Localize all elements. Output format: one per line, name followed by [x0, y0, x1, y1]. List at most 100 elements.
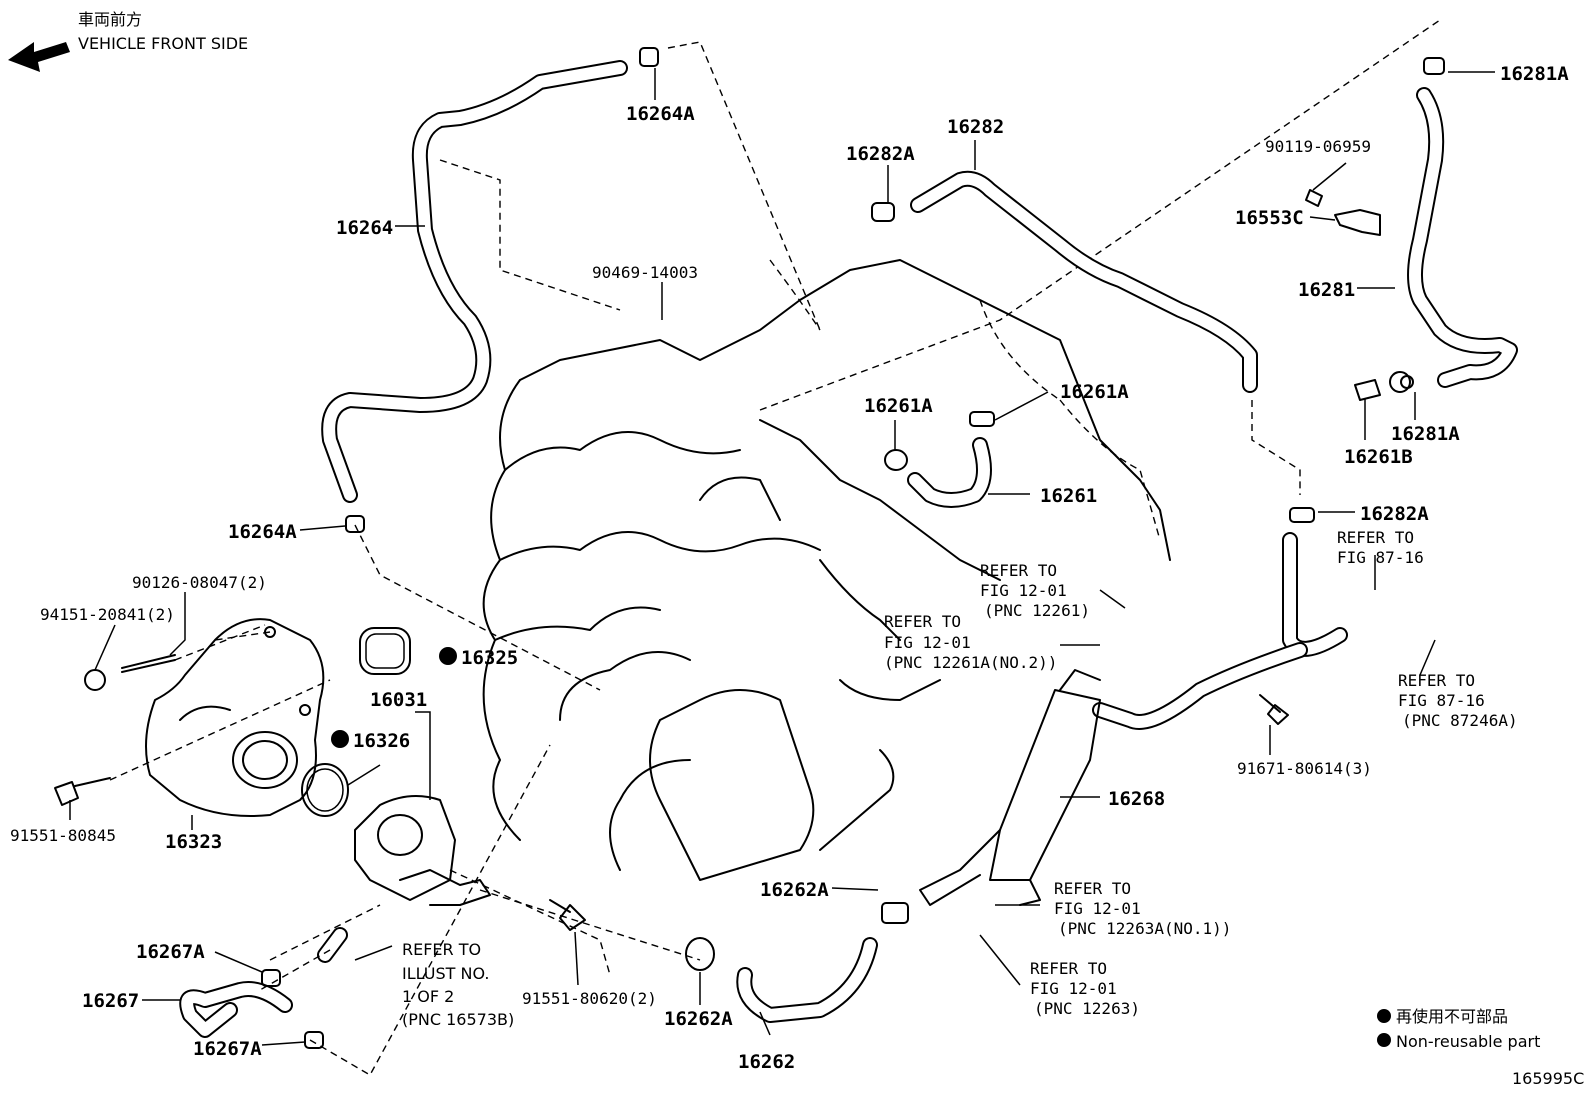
- label-16261B: 16261B: [1344, 446, 1413, 468]
- clamp-16281A-top-icon[interactable]: [1423, 57, 1445, 75]
- refer-note-line: REFER TO: [1398, 671, 1475, 690]
- hose-16262[interactable]: [736, 937, 878, 1023]
- refer-note-line: REFER TO: [980, 561, 1057, 580]
- label-91671-80614: 91671-80614(3): [1237, 759, 1372, 778]
- label-16264: 16264: [336, 217, 393, 239]
- clamp-16264A-bottom-icon[interactable]: [345, 515, 365, 533]
- clamp-16267A-bottom-icon[interactable]: [304, 1031, 324, 1049]
- refer-note-line: (PNC 12263): [1034, 999, 1140, 1018]
- front-arrow-icon: [8, 42, 70, 72]
- refer-note-87-16[interactable]: REFER TO FIG 87-16: [1337, 528, 1424, 567]
- label-16261A-left: 16261A: [864, 395, 933, 417]
- clamp-16264A-top-icon[interactable]: [639, 47, 659, 67]
- legend-jp: 再使用不可部品: [1396, 1007, 1508, 1026]
- bolt-91551-80845-icon[interactable]: [54, 777, 111, 806]
- label-90119-06959: 90119-06959: [1265, 137, 1371, 156]
- leader-lines: [69, 68, 1495, 1046]
- water-pump-16323[interactable]: [145, 618, 325, 817]
- label-16326: 16326: [353, 730, 410, 752]
- hose-16267[interactable]: [179, 981, 293, 1038]
- label-16281A-bottom: 16281A: [1391, 423, 1460, 445]
- water-pipe-assembly[interactable]: [919, 532, 1348, 906]
- label-16031: 16031: [370, 689, 427, 711]
- bolt-91551-80620-icon[interactable]: [549, 899, 586, 931]
- refer-note-line: (PNC 12261A(NO.2)): [884, 653, 1057, 672]
- hose-16264[interactable]: [321, 60, 628, 503]
- label-91551-80620: 91551-80620(2): [522, 989, 657, 1008]
- refer-note-line: REFER TO: [884, 612, 961, 631]
- engine-block-hidden-lines: [759, 19, 1441, 541]
- hose-16264-dash-links: [354, 41, 821, 691]
- label-16262A-bottom: 16262A: [664, 1008, 733, 1030]
- refer-note-line: ILLUST NO.: [402, 964, 489, 983]
- label-16282A-top: 16282A: [846, 143, 915, 165]
- label-16261: 16261: [1040, 485, 1097, 507]
- sensor-16261B-icon[interactable]: [1354, 371, 1411, 401]
- refer-note-line: REFER TO: [1030, 959, 1107, 978]
- bolt-90119-06959-icon[interactable]: [1305, 189, 1323, 207]
- clamp-16267A-top-icon[interactable]: [261, 969, 281, 987]
- label-16281A-top: 16281A: [1500, 63, 1569, 85]
- clamp-16282A-mid-icon[interactable]: [1289, 507, 1315, 523]
- refer-note-12261A[interactable]: REFER TO FIG 12-01 (PNC 12261A(NO.2)): [884, 612, 1057, 672]
- refer-note-line: REFER TO: [1054, 879, 1131, 898]
- label-16268: 16268: [1108, 788, 1165, 810]
- nut-94151-20841-icon[interactable]: [84, 669, 106, 691]
- refer-note-87246A[interactable]: REFER TO FIG 87-16 (PNC 87246A): [1398, 671, 1518, 730]
- clamp-16282A-top-icon[interactable]: [871, 202, 895, 222]
- bolt-90126-08047-icon[interactable]: [121, 654, 176, 673]
- clamp-16281A-bottom-icon[interactable]: [1400, 375, 1414, 389]
- hose-16281[interactable]: [1407, 87, 1518, 388]
- bolt-91671-80614-icon[interactable]: [1259, 694, 1289, 725]
- label-90469-14003: 90469-14003: [592, 263, 698, 282]
- label-16267A-bottom: 16267A: [193, 1038, 262, 1060]
- label-90126-08047: 90126-08047(2): [132, 573, 267, 592]
- bracket-16553C-icon[interactable]: [1334, 209, 1381, 236]
- label-16264A-bottom: 16264A: [228, 521, 297, 543]
- refer-note-line: REFER TO: [1337, 528, 1414, 547]
- refer-note-line: FIG 12-01: [884, 633, 971, 652]
- legend: 再使用不可部品 Non-reusable part: [1377, 1007, 1540, 1051]
- diagram-id: 165995C: [1512, 1069, 1584, 1088]
- assembly-dashed-lines: [109, 624, 701, 1076]
- gasket-16325[interactable]: [359, 627, 411, 675]
- engine-block-outline: [482, 259, 1171, 881]
- clamp-16261A-left-icon[interactable]: [884, 449, 908, 471]
- refer-note-12261[interactable]: REFER TO FIG 12-01 (PNC 12261): [980, 561, 1090, 620]
- o-ring-16326[interactable]: [301, 763, 349, 817]
- refer-note-12263[interactable]: REFER TO FIG 12-01 (PNC 12263): [1030, 959, 1140, 1018]
- hose-16282[interactable]: [910, 170, 1258, 393]
- label-16325: 16325: [461, 647, 518, 669]
- clamp-16262A-left-icon[interactable]: [881, 902, 909, 924]
- label-16264A-top: 16264A: [626, 103, 695, 125]
- refer-note-12263A[interactable]: REFER TO FIG 12-01 (PNC 12263A(NO.1)): [1054, 879, 1231, 938]
- label-16261A-right: 16261A: [1060, 381, 1129, 403]
- label-16553C: 16553C: [1235, 207, 1304, 229]
- label-16281: 16281: [1298, 279, 1355, 301]
- legend-en: Non-reusable part: [1396, 1032, 1540, 1051]
- label-16282: 16282: [947, 116, 1004, 138]
- refer-note-line: (PNC 87246A): [1402, 711, 1518, 730]
- legend-bullet-jp: [1377, 1009, 1391, 1023]
- refer-note-line: FIG 87-16: [1398, 691, 1485, 710]
- label-16262: 16262: [738, 1051, 795, 1073]
- legend-bullet-en: [1377, 1033, 1391, 1047]
- refer-note-16573B[interactable]: REFER TO ILLUST NO. 1 OF 2 (PNC 16573B): [402, 940, 514, 1029]
- clamp-16261A-right-icon[interactable]: [969, 411, 995, 427]
- non-reusable-mark-16325: [439, 647, 457, 665]
- label-16267A-top: 16267A: [136, 941, 205, 963]
- clamp-16262A-bottom-icon[interactable]: [685, 937, 715, 971]
- direction-jp: 車両前方: [78, 10, 142, 29]
- label-91551-80845: 91551-80845: [10, 826, 116, 845]
- label-16262A-left: 16262A: [760, 879, 829, 901]
- thermostat-housing-16031[interactable]: [354, 795, 491, 906]
- hose-16261[interactable]: [907, 437, 992, 508]
- refer-note-line: (PNC 12263A(NO.1)): [1058, 919, 1231, 938]
- direction-en: VEHICLE FRONT SIDE: [78, 34, 248, 53]
- hose-16282-dash: [1251, 400, 1301, 495]
- refer-note-line: (PNC 12261): [984, 601, 1090, 620]
- refer-note-line: FIG 12-01: [980, 581, 1067, 600]
- refer-note-line: FIG 87-16: [1337, 548, 1424, 567]
- label-16323: 16323: [165, 831, 222, 853]
